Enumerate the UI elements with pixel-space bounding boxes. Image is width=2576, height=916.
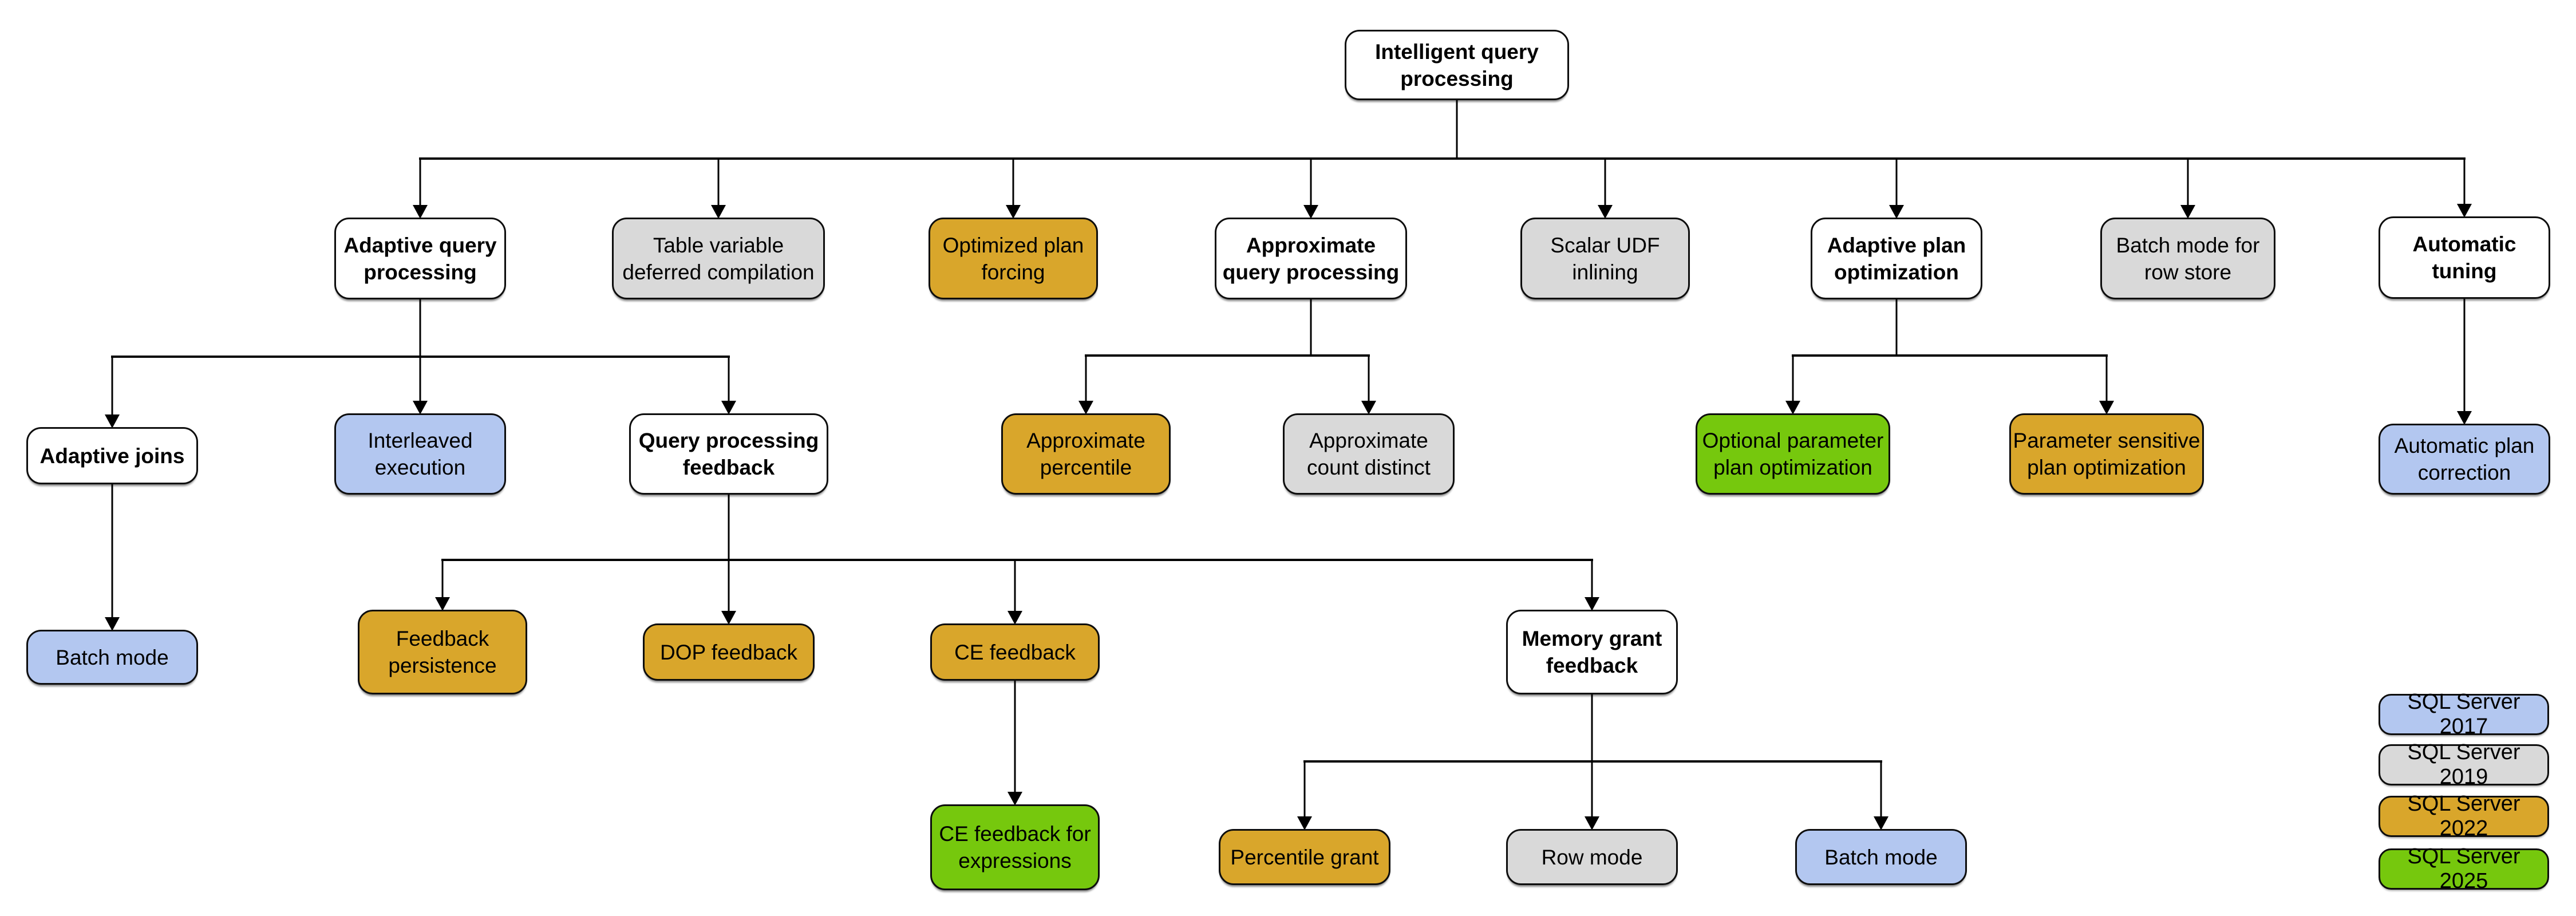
node-percentile-grant: Percentile grant bbox=[1219, 829, 1390, 885]
node-automatic-plan-correction: Automatic plan correction bbox=[2379, 424, 2550, 495]
node-automatic-tuning: Automatic tuning bbox=[2379, 216, 2550, 299]
node-optimized-plan-forcing: Optimized plan forcing bbox=[929, 218, 1098, 299]
node-table-variable-deferred-compilation: Table variable deferred compilation bbox=[612, 218, 825, 299]
node-adaptive-joins: Adaptive joins bbox=[26, 427, 198, 484]
node-feedback-persistence: Feedback persistence bbox=[358, 610, 527, 694]
node-batch-mode-memory-grant: Batch mode bbox=[1795, 829, 1967, 885]
node-adaptive-query-processing: Adaptive query processing bbox=[334, 218, 506, 299]
node-approximate-count-distinct: Approximate count distinct bbox=[1283, 413, 1455, 495]
legend-sql-server-2022: SQL Server 2022 bbox=[2379, 792, 2549, 840]
node-approximate-query-processing: Approximate query processing bbox=[1215, 218, 1407, 299]
node-row-mode: Row mode bbox=[1506, 829, 1678, 885]
node-optional-parameter-plan-optimization: Optional parameter plan optimization bbox=[1696, 413, 1890, 495]
node-intelligent-query-processing: Intelligent query processing bbox=[1345, 30, 1569, 100]
node-batch-mode-for-row-store: Batch mode for row store bbox=[2100, 218, 2275, 299]
node-adaptive-plan-optimization: Adaptive plan optimization bbox=[1811, 218, 1982, 299]
node-scalar-udf-inlining: Scalar UDF inlining bbox=[1520, 218, 1690, 299]
node-approximate-percentile: Approximate percentile bbox=[1001, 413, 1171, 495]
legend-sql-server-2025: SQL Server 2025 bbox=[2379, 844, 2549, 893]
node-ce-feedback-for-expressions: CE feedback for expressions bbox=[930, 804, 1100, 890]
node-batch-mode-adaptive-joins: Batch mode bbox=[26, 630, 198, 685]
node-dop-feedback: DOP feedback bbox=[643, 623, 815, 681]
node-interleaved-execution: Interleaved execution bbox=[334, 413, 506, 495]
node-parameter-sensitive-plan-optimization: Parameter sensitive plan optimization bbox=[2009, 413, 2204, 495]
node-query-processing-feedback: Query processing feedback bbox=[629, 413, 828, 495]
node-memory-grant-feedback: Memory grant feedback bbox=[1506, 610, 1678, 694]
legend-sql-server-2019: SQL Server 2019 bbox=[2379, 740, 2549, 789]
node-ce-feedback: CE feedback bbox=[930, 623, 1100, 681]
legend-sql-server-2017: SQL Server 2017 bbox=[2379, 690, 2549, 739]
